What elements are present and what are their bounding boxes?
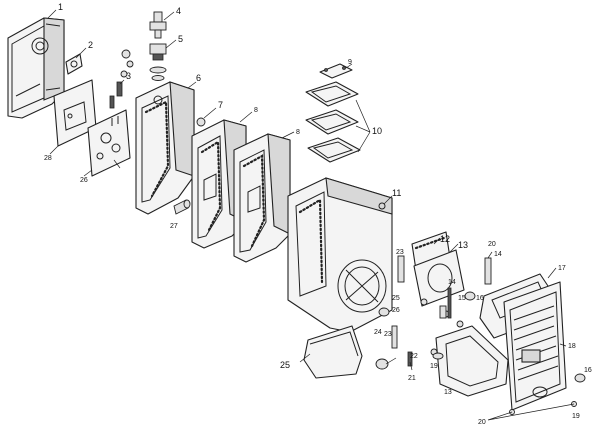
part-18-front-panel [503, 281, 567, 411]
callout-19a: 19 [430, 363, 438, 370]
callout-10: 10 [372, 126, 382, 136]
callout-12: 12 [440, 234, 450, 244]
callout-20a: 20 [488, 241, 496, 248]
callout-9: 9 [348, 59, 352, 66]
callout-13b: 13 [444, 389, 452, 396]
callout-25b: 25 [392, 295, 400, 302]
callout-13a: 13 [458, 240, 468, 250]
part-7-nut [196, 117, 206, 127]
callout-11: 11 [392, 188, 401, 198]
part-14-hinge [484, 257, 492, 285]
callout-21: 21 [408, 375, 416, 382]
callout-14a: 14 [494, 251, 502, 258]
part-20-screws [509, 401, 577, 415]
callout-1: 1 [58, 2, 63, 12]
callout-14b: 14 [448, 279, 456, 286]
part-11-rear-section [287, 177, 393, 333]
part-5-valve-body [149, 43, 167, 81]
callout-18: 18 [568, 343, 576, 350]
callout-7: 7 [218, 100, 223, 110]
part-23-hinge-brackets [391, 255, 405, 349]
callout-6: 6 [196, 73, 201, 83]
callout-4: 4 [176, 6, 181, 16]
part-27-pipe [173, 199, 191, 215]
callout-8b: 8 [296, 129, 300, 136]
callout-16b: 16 [584, 367, 592, 374]
part-8-middle-section-b [233, 133, 291, 263]
callout-17: 17 [558, 265, 566, 272]
callout-23b: 23 [384, 331, 392, 338]
callout-22: 22 [410, 353, 418, 360]
callout-24: 24 [374, 329, 382, 336]
callout-16a: 16 [476, 295, 484, 302]
part-16-knob [464, 291, 586, 383]
part-6-boiler-section [135, 81, 195, 215]
part-4-actuator [149, 11, 167, 39]
callout-23a: 23 [396, 249, 404, 256]
part-hardware-cluster [375, 287, 464, 370]
callout-26b: 26 [392, 307, 400, 314]
callout-20b: 20 [478, 419, 486, 426]
callout-2: 2 [88, 40, 93, 50]
part-10-baffle-trays [305, 81, 361, 163]
callout-5: 5 [178, 34, 183, 44]
part-2-disc-plate [65, 53, 83, 75]
part-25-ash-pan [303, 325, 363, 379]
part-9-bracket [319, 63, 353, 79]
part-26-mounting-plate [87, 109, 131, 177]
part-1-rear-frame [7, 17, 65, 119]
callout-8a: 8 [254, 107, 258, 114]
callout-19b: 19 [572, 413, 580, 420]
callout-27: 27 [170, 223, 178, 230]
callout-25a: 25 [280, 360, 290, 370]
part-3-screws [109, 49, 134, 109]
callout-labels: 1 2 3 4 5 6 7 8 8 9 10 11 12 13 13 14 14… [44, 2, 592, 426]
callout-3: 3 [126, 71, 131, 81]
callout-26a: 26 [80, 177, 88, 184]
leader-lines [47, 9, 575, 421]
part-13-burner-plate [413, 249, 509, 397]
callout-15: 15 [458, 295, 466, 302]
callout-28: 28 [44, 155, 52, 162]
